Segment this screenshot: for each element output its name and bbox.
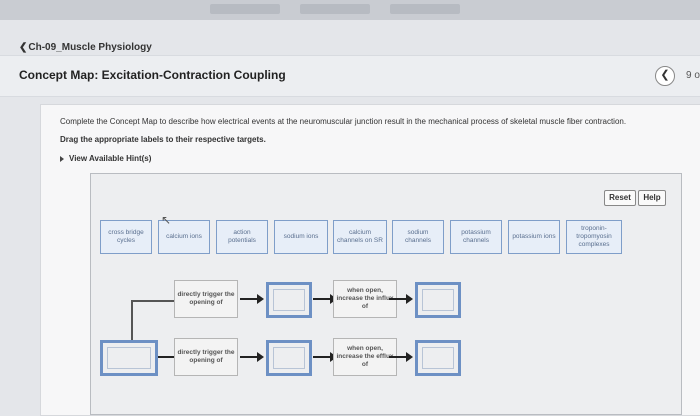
chevron-left-icon: ❮	[660, 69, 670, 81]
label-troponin-tropomyosin-complexes[interactable]: troponin-tropomyosin complexes	[566, 220, 622, 254]
label-potassium-ions[interactable]: potassium ions	[508, 220, 560, 254]
mouse-cursor-icon: ↖	[161, 213, 172, 227]
arrow-right-icon	[313, 352, 337, 362]
label-sodium-channels[interactable]: sodium channels	[392, 220, 444, 254]
arrow-right-icon	[313, 294, 337, 304]
arrow-right-icon	[240, 294, 264, 304]
drop-target[interactable]	[415, 282, 461, 318]
breadcrumb-label: Ch-09_Muscle Physiology	[28, 42, 152, 53]
previous-item-button[interactable]: ❮	[655, 66, 675, 86]
top-tab[interactable]	[210, 4, 280, 14]
map-link-label: when open, increase the efflux of	[333, 338, 397, 376]
reset-button[interactable]: Reset	[604, 190, 636, 206]
breadcrumb[interactable]: ❮Ch-09_Muscle Physiology	[19, 42, 152, 53]
title-band	[0, 55, 700, 97]
drop-target[interactable]	[266, 340, 312, 376]
item-count: 9 o	[686, 70, 700, 81]
drop-target[interactable]	[415, 340, 461, 376]
instructions-text: Complete the Concept Map to describe how…	[60, 117, 627, 126]
map-link-label: directly trigger the opening of	[174, 280, 238, 318]
view-hints-link[interactable]: View Available Hint(s)	[60, 154, 151, 163]
arrow-right-icon	[389, 352, 413, 362]
arrow-right-icon	[389, 294, 413, 304]
page-title: Concept Map: Excitation-Contraction Coup…	[19, 68, 286, 82]
connector-line	[131, 300, 133, 340]
help-button[interactable]: Help	[638, 190, 666, 206]
drop-target[interactable]	[100, 340, 158, 376]
label-action-potentials[interactable]: action potentials	[216, 220, 268, 254]
label-calcium-ions[interactable]: calcium ions	[158, 220, 210, 254]
connector-line	[131, 300, 176, 302]
browser-top-bar	[0, 0, 700, 20]
chevron-left-icon: ❮	[19, 42, 28, 53]
label-potassium-channels[interactable]: potassium channels	[450, 220, 502, 254]
top-tab[interactable]	[390, 4, 460, 14]
arrow-right-icon	[240, 352, 264, 362]
drop-target[interactable]	[266, 282, 312, 318]
hints-label: View Available Hint(s)	[69, 154, 152, 163]
label-cross-bridge-cycles[interactable]: cross bridge cycles	[100, 220, 152, 254]
label-calcium-channels-on-sr[interactable]: calcium channels on SR	[333, 220, 387, 254]
label-sodium-ions[interactable]: sodium ions	[274, 220, 328, 254]
drag-instructions: Drag the appropriate labels to their res…	[60, 135, 266, 144]
map-link-label: when open, increase the influx of	[333, 280, 397, 318]
caret-right-icon	[60, 155, 64, 162]
map-link-label: directly trigger the opening of	[174, 338, 238, 376]
top-tab[interactable]	[300, 4, 370, 14]
